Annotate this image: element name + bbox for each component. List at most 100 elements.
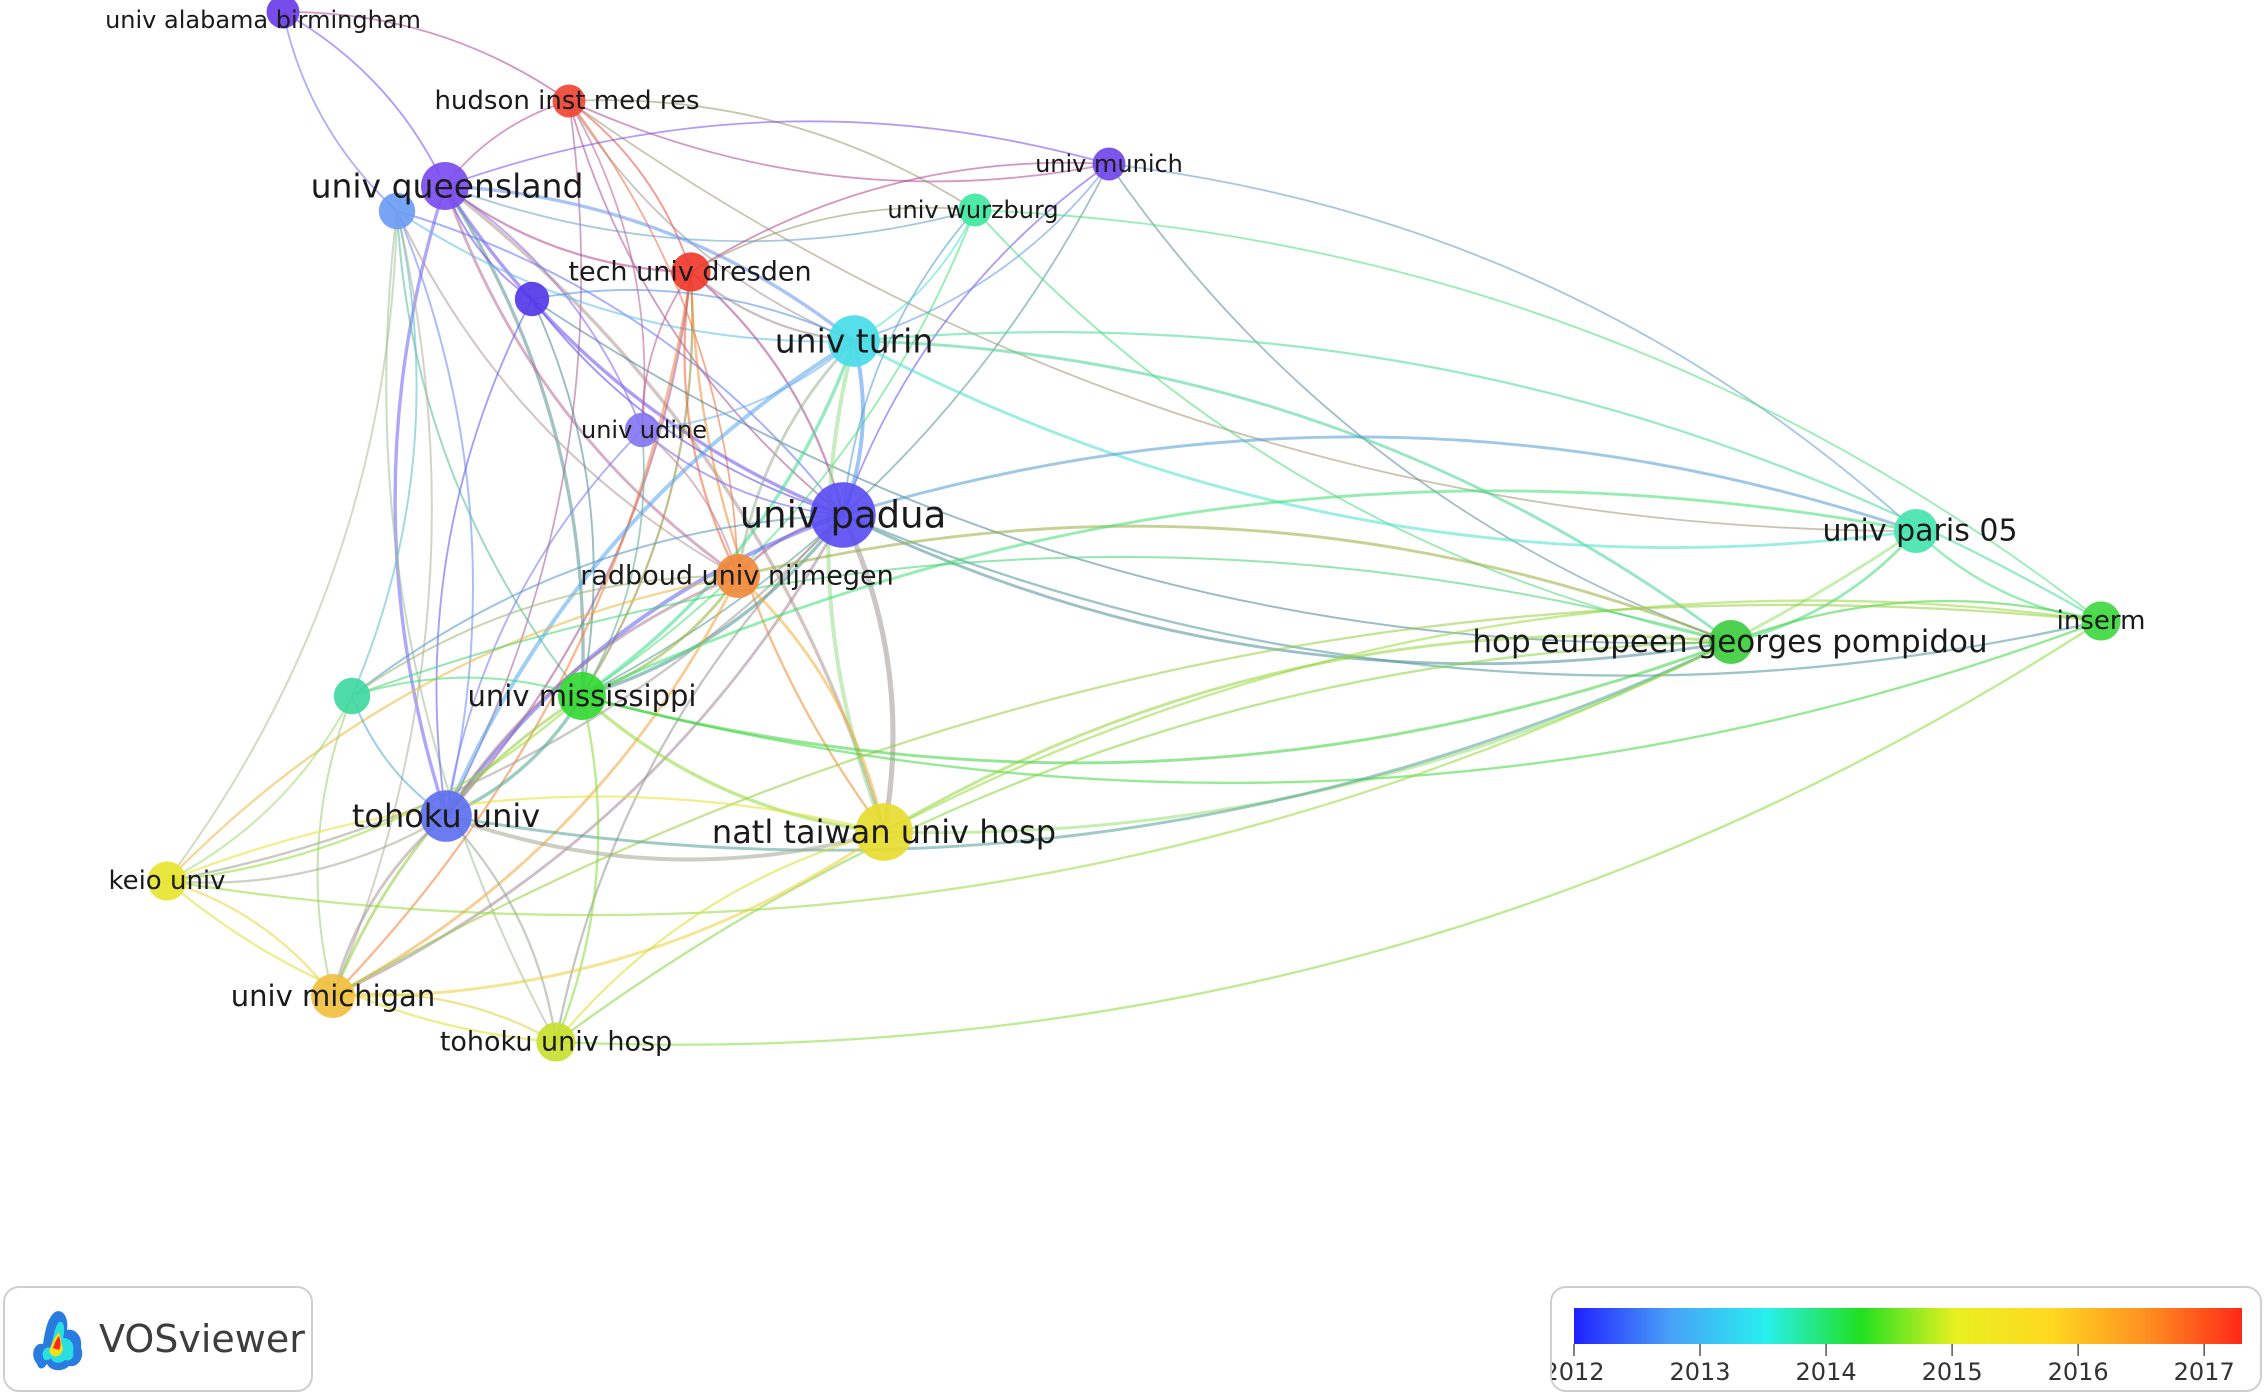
label-univ_padua[interactable]: univ padua <box>740 494 947 537</box>
link-univ_alabama_birmingham-n_lightblue <box>282 11 398 212</box>
label-univ_turin[interactable]: univ turin <box>775 322 934 361</box>
link-univ_munich-univ_padua <box>842 163 1110 516</box>
node-tohoku_univ_hosp[interactable] <box>536 1022 576 1062</box>
node-univ_alabama_birmingham[interactable] <box>266 0 300 29</box>
link-univ_turin-inserm <box>853 331 2102 622</box>
label-radboud_univ_nijmegen[interactable]: radboud univ nijmegen <box>580 561 893 592</box>
link-tohoku_univ-tohoku_univ_hosp <box>445 815 558 1043</box>
link-tech_univ_dresden-univ_michigan <box>332 271 693 997</box>
link-tech_univ_dresden-univ_udine <box>641 271 692 431</box>
link-univ_wurzburg-inserm <box>974 209 2102 622</box>
link-n_lightblue-n_teal <box>351 210 418 697</box>
label-natl_taiwan_univ_hosp[interactable]: natl taiwan univ hosp <box>712 813 1056 851</box>
link-univ_turin-univ_udine <box>641 340 855 431</box>
link-univ_michigan-tohoku_univ_hosp <box>332 992 557 1044</box>
label-tohoku_univ[interactable]: tohoku univ <box>352 797 540 835</box>
link-n_lightblue-univ_turin <box>396 210 855 343</box>
node-univ_turin[interactable] <box>828 315 880 367</box>
link-hop_europeen_georges_pompidou-natl_taiwan_univ_hosp <box>883 634 1732 834</box>
label-inserm[interactable]: inserm <box>2057 606 2146 636</box>
label-hop_europeen_georges_pompidou[interactable]: hop europeen georges pompidou <box>1472 624 1987 660</box>
label-univ_mississippi[interactable]: univ mississippi <box>468 679 697 713</box>
link-univ_padua-keio_univ <box>166 514 844 883</box>
link-radboud_univ_nijmegen-univ_michigan <box>332 575 740 998</box>
label-tech_univ_dresden[interactable]: tech univ dresden <box>568 257 811 288</box>
link-radboud_univ_nijmegen-n_teal <box>351 574 739 697</box>
link-univ_paris_05-univ_mississippi <box>581 489 1917 698</box>
link-univ_paris_05-inserm <box>1915 530 2102 623</box>
node-univ_queensland[interactable] <box>421 162 469 210</box>
label-tohoku_univ_hosp[interactable]: tohoku univ hosp <box>440 1027 672 1058</box>
link-univ_mississippi-keio_univ <box>166 695 583 883</box>
node-univ_mississippi[interactable] <box>558 672 606 720</box>
labels-layer: univ alabama birmingham hudson inst med r… <box>105 6 2145 1058</box>
node-univ_michigan[interactable] <box>311 974 355 1018</box>
node-radboud_univ_nijmegen[interactable] <box>716 554 760 598</box>
link-univ_queensland-univ_mississippi <box>443 185 585 697</box>
link-univ_alabama_birmingham-univ_queensland <box>282 11 446 187</box>
link-univ_queensland-univ_udine <box>444 185 643 431</box>
label-univ_paris_05[interactable]: univ paris 05 <box>1822 514 2017 549</box>
label-univ_queensland[interactable]: univ queensland <box>311 167 584 206</box>
link-univ_paris_05-natl_taiwan_univ_hosp <box>883 529 1917 835</box>
node-tohoku_univ[interactable] <box>420 790 472 842</box>
link-univ_queensland-univ_wurzburg <box>444 185 976 243</box>
link-n_lightblue-keio_univ <box>166 210 398 882</box>
link-univ_mississippi-natl_taiwan_univ_hosp <box>580 694 885 834</box>
label-univ_udine[interactable]: univ udine <box>581 416 707 444</box>
link-tohoku_univ-univ_michigan <box>331 814 447 997</box>
link-hudson_inst_med_res-univ_munich <box>568 100 1110 183</box>
year-color-scale: 201220132014201520162017 <box>1552 1308 2242 1386</box>
link-univ_turin-hop_europeen_georges_pompidou <box>853 339 1732 644</box>
node-natl_taiwan_univ_hosp[interactable] <box>855 803 913 861</box>
link-hudson_inst_med_res-univ_padua <box>568 100 844 516</box>
link-n_purple_small-tohoku_univ <box>435 298 533 817</box>
node-univ_wurzburg[interactable] <box>958 193 992 227</box>
link-univ_wurzburg-hop_europeen_georges_pompidou <box>974 209 1732 643</box>
legend-ticks: 201220132014201520162017 <box>1552 1344 2235 1386</box>
node-univ_paris_05[interactable] <box>1894 509 1938 553</box>
link-univ_mississippi-tohoku_univ_hosp <box>554 695 600 1043</box>
legend-tick-label: 2013 <box>1669 1358 1730 1386</box>
color-gradient-bar <box>1574 1308 2242 1344</box>
node-univ_padua[interactable] <box>810 482 876 548</box>
node-keio_univ[interactable] <box>147 861 187 901</box>
link-hop_europeen_georges_pompidou-univ_mississippi <box>581 640 1732 765</box>
link-univ_munich-hop_europeen_georges_pompidou <box>1108 163 1732 643</box>
node-n_teal[interactable] <box>333 677 371 715</box>
link-hop_europeen_georges_pompidou-n_teal <box>351 556 1732 697</box>
link-hop_europeen_georges_pompidou-tohoku_univ_hosp <box>555 640 1732 1043</box>
link-univ_munich-univ_paris_05 <box>1108 163 1917 532</box>
node-univ_munich[interactable] <box>1092 147 1126 181</box>
label-univ_wurzburg[interactable]: univ wurzburg <box>887 196 1058 224</box>
label-univ_munich[interactable]: univ munich <box>1035 150 1183 178</box>
network-map[interactable]: univ alabama birmingham hudson inst med r… <box>0 0 2264 1280</box>
link-tohoku_univ-natl_taiwan_univ_hosp <box>445 814 885 862</box>
links-layer <box>166 11 2102 1046</box>
link-inserm-natl_taiwan_univ_hosp <box>883 599 2102 834</box>
link-univ_padua-n_teal <box>351 514 844 697</box>
link-hudson_inst_med_res-univ_paris_05 <box>568 100 1917 532</box>
node-hudson_inst_med_res[interactable] <box>552 84 586 118</box>
label-keio_univ[interactable]: keio univ <box>108 866 225 896</box>
label-univ_michigan[interactable]: univ michigan <box>231 979 435 1013</box>
link-univ_padua-univ_mississippi <box>581 513 845 698</box>
link-univ_padua-univ_paris_05 <box>842 435 1917 533</box>
label-hudson_inst_med_res[interactable]: hudson inst med res <box>434 86 699 116</box>
node-n_purple_small[interactable] <box>514 281 550 317</box>
node-hop_europeen_georges_pompidou[interactable] <box>1709 620 1753 664</box>
node-n_lightblue[interactable] <box>378 192 416 230</box>
link-inserm-univ_mississippi <box>581 619 2102 785</box>
link-inserm-univ_michigan <box>332 603 2102 997</box>
nodes-layer <box>147 0 2121 1062</box>
link-radboud_univ_nijmegen-keio_univ <box>166 574 739 882</box>
label-univ_alabama_birmingham[interactable]: univ alabama birmingham <box>105 6 421 34</box>
link-tohoku_univ-keio_univ <box>166 815 447 884</box>
node-univ_udine[interactable] <box>624 412 660 448</box>
link-n_lightblue-univ_padua <box>396 210 844 516</box>
link-univ_padua-inserm <box>842 513 2102 677</box>
legend-tick-label: 2012 <box>1552 1358 1605 1386</box>
node-tech_univ_dresden[interactable] <box>671 252 711 292</box>
node-inserm[interactable] <box>2081 601 2121 641</box>
